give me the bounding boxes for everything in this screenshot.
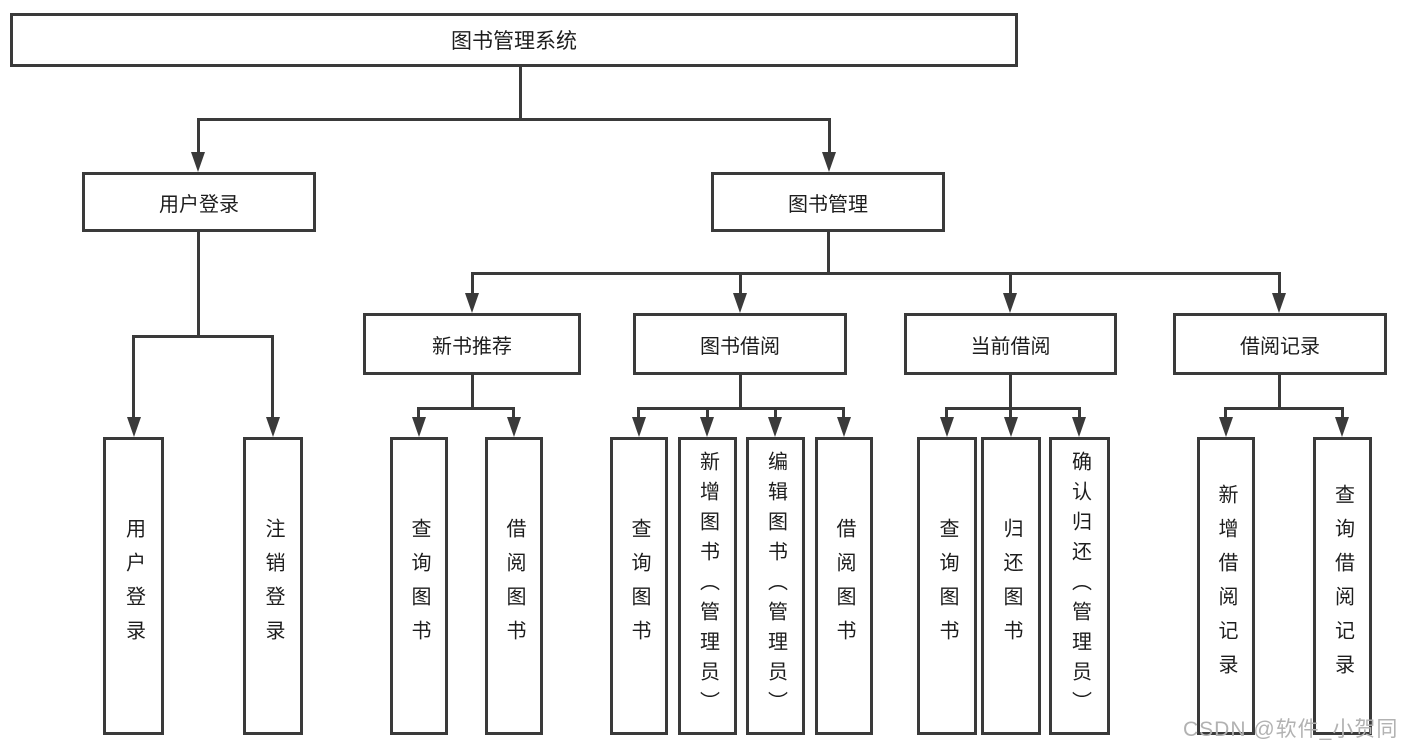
connector-stem — [828, 118, 831, 152]
arrowhead-icon — [822, 152, 836, 172]
leaf-borrow-book-1: 借阅图书 — [485, 437, 543, 735]
connector-user-login-stub — [197, 230, 200, 336]
arrowhead-icon — [1004, 417, 1018, 437]
connector-root-rail — [197, 118, 831, 121]
connector-stem — [1278, 272, 1281, 293]
connector-stub — [1009, 373, 1012, 408]
connector-stem — [417, 407, 420, 417]
leaf-query-book-1: 查询图书 — [390, 437, 448, 735]
arrowhead-icon — [1219, 417, 1233, 437]
node-borrow-record: 借阅记录 — [1173, 313, 1387, 375]
arrowhead-icon — [507, 417, 521, 437]
connector-stem — [1224, 407, 1227, 417]
connector-stem — [471, 272, 474, 293]
connector-stem — [1078, 407, 1081, 417]
leaf-query-borrow-record: 查询借阅记录 — [1313, 437, 1372, 735]
arrowhead-icon — [412, 417, 426, 437]
arrowhead-icon — [266, 417, 280, 437]
leaf-return-book: 归还图书 — [981, 437, 1041, 735]
leaf-confirm-return-admin: 确认归还（管理员） — [1049, 437, 1110, 735]
connector-rail — [1225, 407, 1343, 410]
connector-stem — [1009, 407, 1012, 417]
arrowhead-icon — [733, 293, 747, 313]
connector-stem — [512, 407, 515, 417]
arrowhead-icon — [1272, 293, 1286, 313]
arrowhead-icon — [191, 152, 205, 172]
node-root-system: 图书管理系统 — [10, 13, 1018, 67]
leaf-edit-book-admin: 编辑图书（管理员） — [746, 437, 805, 735]
leaf-logout: 注销登录 — [243, 437, 303, 735]
csdn-watermark: CSDN @软件_小贺同学 — [1183, 718, 1399, 741]
connector-user-login-rail — [133, 335, 274, 338]
connector-stub — [739, 373, 742, 408]
arrowhead-icon — [1003, 293, 1017, 313]
node-book-borrow: 图书借阅 — [633, 313, 847, 375]
connector-book-mgmt-rail — [471, 272, 1281, 275]
node-new-book-recommend: 新书推荐 — [363, 313, 581, 375]
connector-rail — [638, 407, 844, 410]
leaf-add-book-admin: 新增图书（管理员） — [678, 437, 737, 735]
connector-stem — [739, 272, 742, 293]
connector-stem — [706, 407, 709, 417]
connector-stem — [1009, 272, 1012, 293]
node-user-login: 用户登录 — [82, 172, 316, 232]
connector-stem — [197, 118, 200, 152]
connector-stem — [774, 407, 777, 417]
connector-stem — [842, 407, 845, 417]
leaf-user-login: 用户登录 — [103, 437, 164, 735]
node-current-borrow: 当前借阅 — [904, 313, 1117, 375]
arrowhead-icon — [1335, 417, 1349, 437]
arrowhead-icon — [465, 293, 479, 313]
arrowhead-icon — [1072, 417, 1086, 437]
node-book-management: 图书管理 — [711, 172, 945, 232]
connector-stem — [637, 407, 640, 417]
connector-book-mgmt-stub — [827, 230, 830, 274]
connector-stub — [471, 373, 474, 408]
arrowhead-icon — [127, 417, 141, 437]
connector-stub — [1278, 373, 1281, 408]
arrowhead-icon — [837, 417, 851, 437]
leaf-query-book-2: 查询图书 — [610, 437, 668, 735]
connector-stem — [132, 335, 135, 417]
arrowhead-icon — [632, 417, 646, 437]
connector-stem — [271, 335, 274, 417]
arrowhead-icon — [940, 417, 954, 437]
arrowhead-icon — [768, 417, 782, 437]
connector-rail — [946, 407, 1080, 410]
leaf-borrow-book-2: 借阅图书 — [815, 437, 873, 735]
connector-stem — [945, 407, 948, 417]
connector-rail — [418, 407, 515, 410]
connector-root-stub — [519, 67, 522, 119]
connector-stem — [1341, 407, 1344, 417]
arrowhead-icon — [700, 417, 714, 437]
leaf-query-book-3: 查询图书 — [917, 437, 977, 735]
leaf-add-borrow-record: 新增借阅记录 — [1197, 437, 1255, 735]
